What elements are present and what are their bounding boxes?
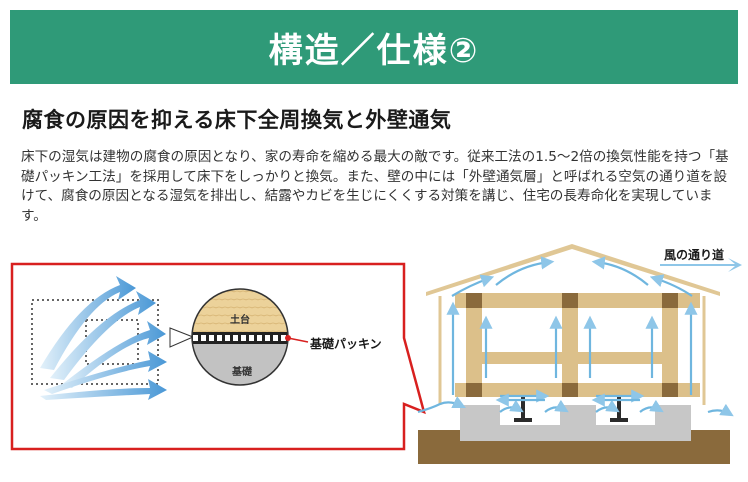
packing-label: 基礎パッキン — [310, 337, 382, 351]
section-heading: 腐食の原因を抑える床下全周換気と外壁通気 — [22, 108, 452, 132]
body-paragraph: 床下の湿気は建物の腐食の原因となり、家の寿命を縮める最大の敵です。従来工法の1.… — [21, 149, 729, 224]
foundation — [460, 405, 691, 441]
house-section — [417, 244, 742, 464]
foundation-label: 基礎 — [232, 367, 252, 378]
sill-label: 土台 — [230, 315, 250, 326]
wind-path-label: 風の通り道 — [664, 248, 725, 262]
wind-label-arrow — [660, 258, 742, 272]
air-arrows-callout — [40, 276, 167, 400]
banner-title: 構造／仕様② — [268, 30, 480, 71]
title-banner: 構造／仕様② — [10, 10, 738, 84]
air-flow-arrows — [417, 256, 734, 417]
timber-frame — [455, 293, 700, 397]
